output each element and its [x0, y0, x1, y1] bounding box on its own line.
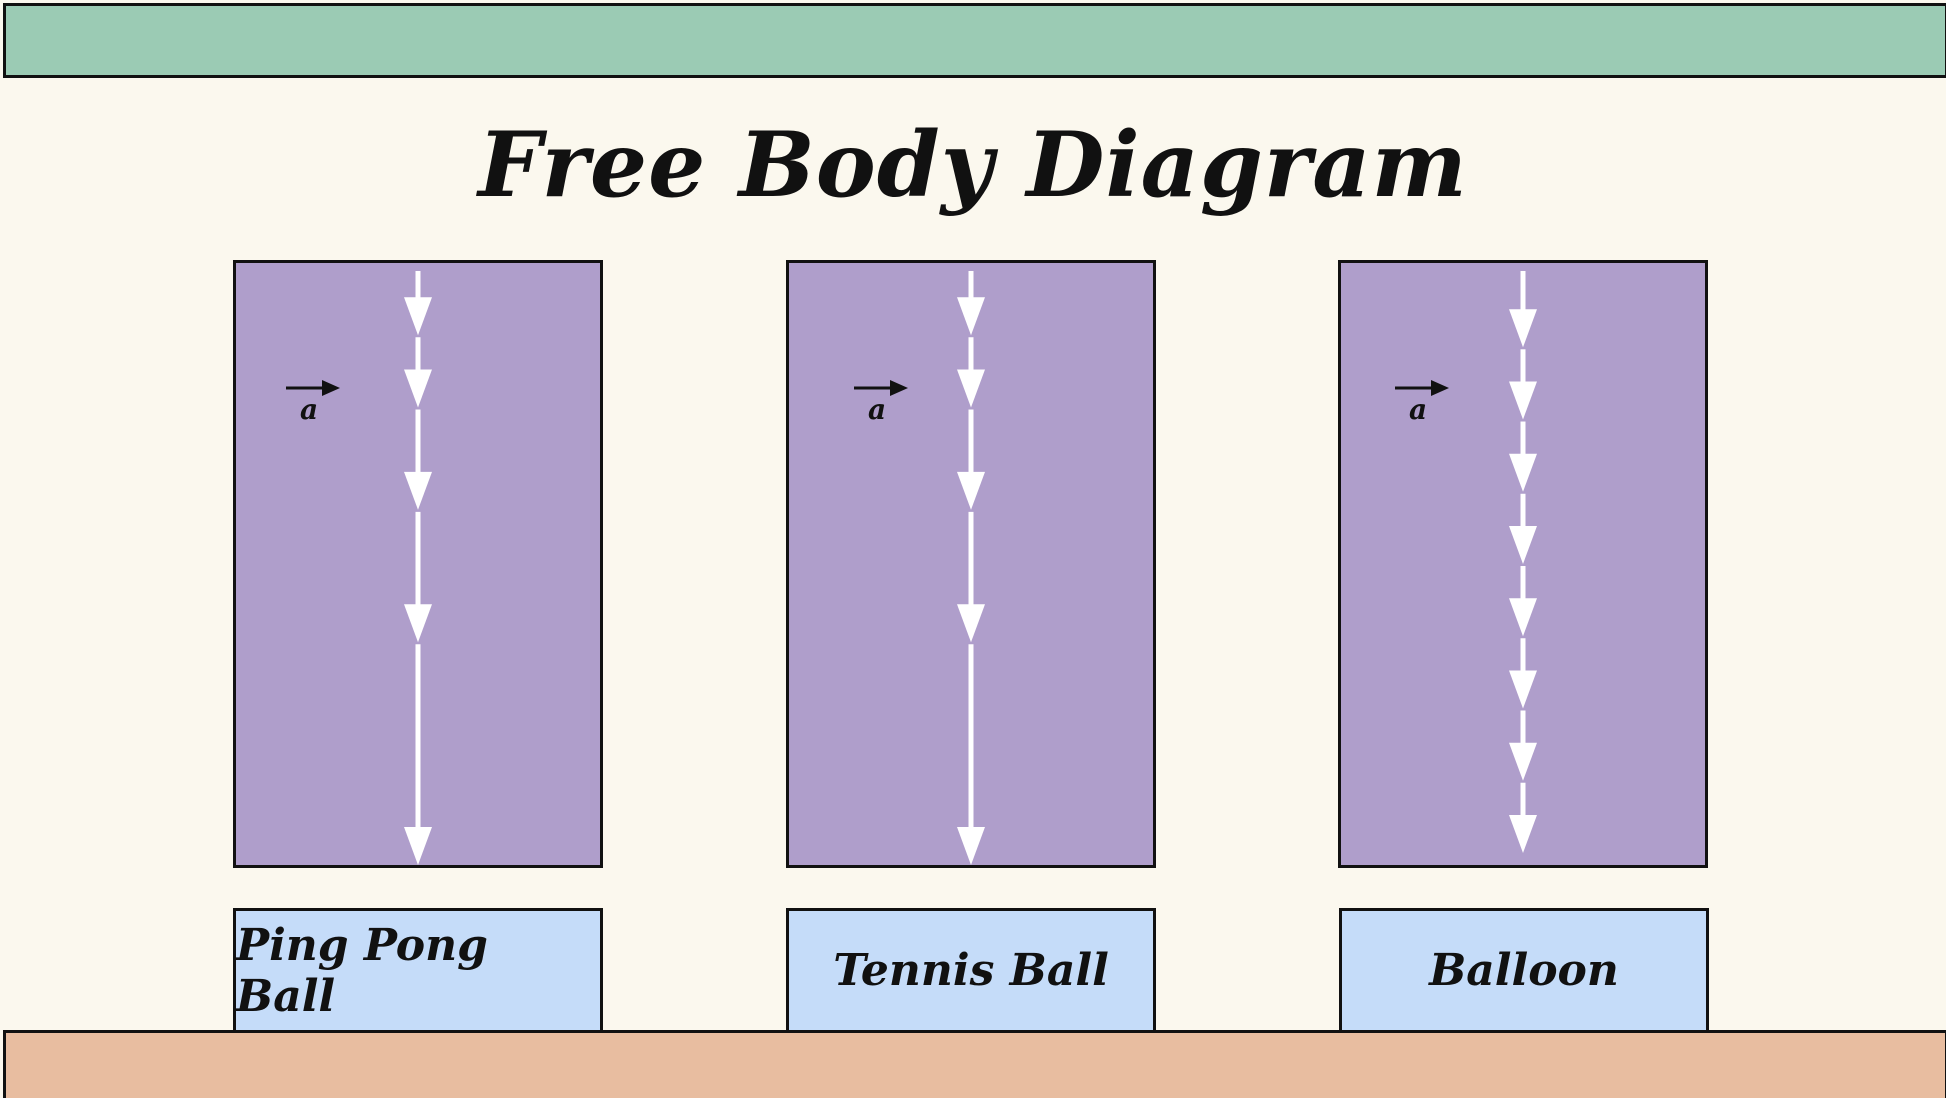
arrow-head — [1509, 526, 1537, 564]
down-arrow-icon — [957, 644, 985, 865]
arrow-head — [404, 369, 432, 408]
arrow-head — [404, 471, 432, 510]
down-arrow-icon — [1509, 493, 1537, 564]
arrow-head — [1509, 598, 1537, 637]
down-arrow-icon — [957, 271, 985, 336]
arrow-head — [404, 604, 432, 643]
acceleration-symbol: a — [300, 393, 319, 426]
motion-panel-balloon: a — [1338, 260, 1708, 868]
down-arrow-icon — [404, 409, 432, 510]
acceleration-vector-label: a — [1395, 377, 1455, 426]
down-arrow-icon — [1509, 710, 1537, 781]
right-arrow-icon — [1395, 380, 1449, 396]
arrow-head — [1509, 309, 1537, 348]
motion-panel-tennis-ball: a — [786, 260, 1156, 868]
down-arrow-icon — [404, 511, 432, 643]
right-arrow-icon — [286, 380, 340, 396]
bottom-band — [3, 1030, 1946, 1098]
arrow-head — [404, 827, 432, 865]
arrow-head — [1509, 742, 1537, 781]
arrow-head — [957, 827, 985, 865]
arrow-head — [957, 369, 985, 408]
acceleration-symbol: a — [868, 393, 887, 426]
acceleration-symbol: a — [1409, 393, 1428, 426]
down-arrow-icon — [404, 271, 432, 336]
arrow-head — [957, 297, 985, 336]
down-arrow-icon — [1509, 421, 1537, 492]
motion-panel-ping-pong-ball: a — [233, 260, 603, 868]
down-arrow-icon — [404, 644, 432, 865]
label-tennis-ball: Tennis Ball — [786, 908, 1156, 1033]
motion-arrows-tennis-ball — [957, 271, 985, 865]
top-band — [3, 3, 1946, 78]
label-ping-pong-ball: Ping Pong Ball — [233, 908, 603, 1033]
right-arrow-icon — [854, 380, 908, 396]
arrow-head — [1509, 670, 1537, 709]
acceleration-vector-label: a — [854, 377, 914, 426]
down-arrow-icon — [957, 409, 985, 510]
down-arrow-icon — [1509, 638, 1537, 709]
arrow-head — [957, 604, 985, 643]
down-arrow-icon — [1509, 349, 1537, 420]
down-arrow-icon — [957, 337, 985, 408]
page-title: Free Body Diagram — [478, 112, 1468, 218]
motion-arrows-ping-pong-ball — [404, 271, 432, 865]
arrow-head — [404, 297, 432, 336]
down-arrow-icon — [1509, 782, 1537, 853]
acceleration-vector-label: a — [286, 377, 346, 426]
arrow-head — [957, 471, 985, 510]
down-arrow-icon — [404, 337, 432, 408]
arrow-head — [1509, 381, 1537, 420]
arrow-head — [1509, 814, 1537, 853]
arrow-head — [1509, 453, 1537, 492]
label-balloon: Balloon — [1339, 908, 1709, 1033]
motion-arrows-balloon — [1509, 271, 1537, 853]
down-arrow-icon — [1509, 566, 1537, 637]
down-arrow-icon — [1509, 271, 1537, 348]
down-arrow-icon — [957, 511, 985, 643]
